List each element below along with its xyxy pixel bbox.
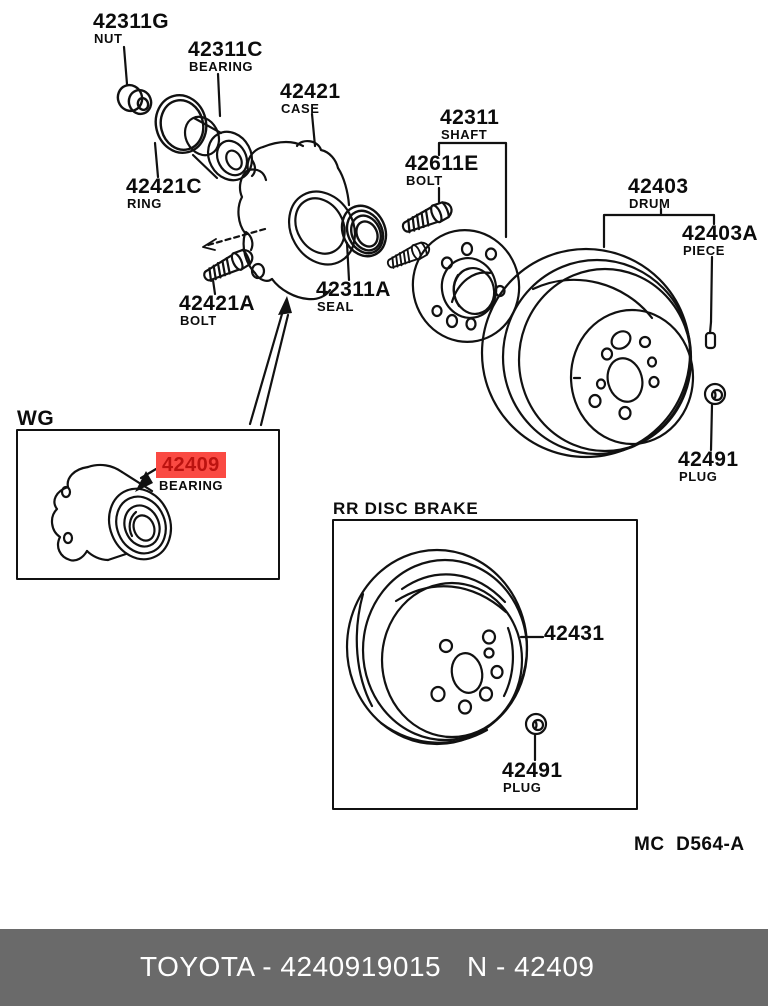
part-number: 42421A xyxy=(179,292,255,315)
piece-leader-line xyxy=(709,255,714,324)
part-label-42491-drum: 42491 PLUG xyxy=(678,448,739,484)
label-42421-leader-line xyxy=(310,112,317,148)
part-label-42491-disc: 42491 PLUG xyxy=(502,759,563,795)
part-number: 42403 xyxy=(628,175,689,198)
part-number: 42491 xyxy=(502,759,563,782)
wg-box xyxy=(16,429,280,580)
label-42311a-leader-line xyxy=(345,241,351,282)
highlight-leader-arrow xyxy=(135,467,158,492)
part-number: 42311G xyxy=(93,10,169,33)
part-name: PLUG xyxy=(503,780,542,795)
part-name: SEAL xyxy=(317,299,355,314)
rr-disc-box xyxy=(332,519,638,810)
footer-bar: TOYOTA - 4240919015 N - 42409 xyxy=(0,929,768,1006)
part-name: CASE xyxy=(281,101,320,116)
part-label-42611e: 42611E BOLT xyxy=(405,152,479,188)
plug-right-leader-line xyxy=(709,403,714,452)
label-42311g-leader-line xyxy=(122,45,129,86)
bolt-42421a-drawing xyxy=(199,245,257,287)
case-drawing xyxy=(237,140,356,301)
footer-part-number-short: N - 42409 xyxy=(467,951,595,982)
highlighted-part-name: BEARING xyxy=(159,478,224,493)
part-name: BOLT xyxy=(180,313,217,328)
plug-right-drawing xyxy=(703,382,727,406)
seal-drawing xyxy=(340,204,388,258)
part-label-42403a: 42403A PIECE xyxy=(682,222,758,258)
nut-drawing xyxy=(116,83,153,116)
hub-stud-drawing xyxy=(384,238,433,273)
wg-box-title: WG xyxy=(17,407,55,430)
part-label-42403: 42403 DRUM xyxy=(628,175,689,211)
part-name: NUT xyxy=(94,31,123,46)
part-label-42311g: 42311G NUT xyxy=(93,10,169,46)
drum-drawing xyxy=(480,247,695,459)
label-42311c-leader-line xyxy=(216,72,222,118)
disc-rotor-drawing xyxy=(345,548,529,746)
part-name: SHAFT xyxy=(441,127,488,142)
part-number: 42491 xyxy=(678,448,739,471)
part-label-42421c: 42421C RING xyxy=(126,175,202,211)
part-number: 42611E xyxy=(405,152,479,175)
part-number: 42311C xyxy=(188,38,263,61)
part-label-42431: 42431 xyxy=(544,622,605,645)
part-name: PLUG xyxy=(679,469,718,484)
part-name: PIECE xyxy=(683,243,726,258)
part-number: 42311A xyxy=(316,278,391,301)
part-name: DRUM xyxy=(629,196,671,211)
disc-plug-drawing xyxy=(524,712,548,736)
part-label-42409-highlighted: 42409 BEARING xyxy=(156,452,226,492)
drum-bracket-line xyxy=(602,207,716,249)
dashed-leader-arrow xyxy=(202,227,267,251)
drawing-code: MC D564-A xyxy=(634,834,745,855)
part-number: 42421 xyxy=(280,80,341,103)
wg-bearing-drawing xyxy=(50,463,173,562)
label-42421c-leader-line xyxy=(153,141,160,179)
wg-reference-arrow xyxy=(248,296,292,427)
footer-part-number-full: TOYOTA - 4240919015 xyxy=(140,951,442,982)
piece-pin-drawing xyxy=(704,320,717,350)
hub-drawing xyxy=(411,229,521,343)
part-name: RING xyxy=(127,196,162,211)
part-label-42311a: 42311A SEAL xyxy=(316,278,391,314)
part-label-42421a: 42421A BOLT xyxy=(179,292,255,328)
highlighted-part-number: 42409 xyxy=(156,452,226,478)
bolt-42611e-drawing xyxy=(398,197,456,238)
part-name: BOLT xyxy=(406,173,443,188)
part-number: 42421C xyxy=(126,175,202,198)
part-number: 42403A xyxy=(682,222,758,245)
part-label-42311: 42311 SHAFT xyxy=(440,106,500,142)
part-name: BEARING xyxy=(189,59,254,74)
label-42421a-leader-line xyxy=(211,278,217,296)
part-label-42421: 42421 CASE xyxy=(280,80,341,116)
part-number: 42431 xyxy=(544,622,605,645)
shaft-bracket-line xyxy=(437,141,508,239)
rr-disc-brake-title: RR DISC BRAKE xyxy=(333,499,479,518)
part-label-42311c: 42311C BEARING xyxy=(188,38,263,74)
part-number: 42311 xyxy=(440,106,500,129)
